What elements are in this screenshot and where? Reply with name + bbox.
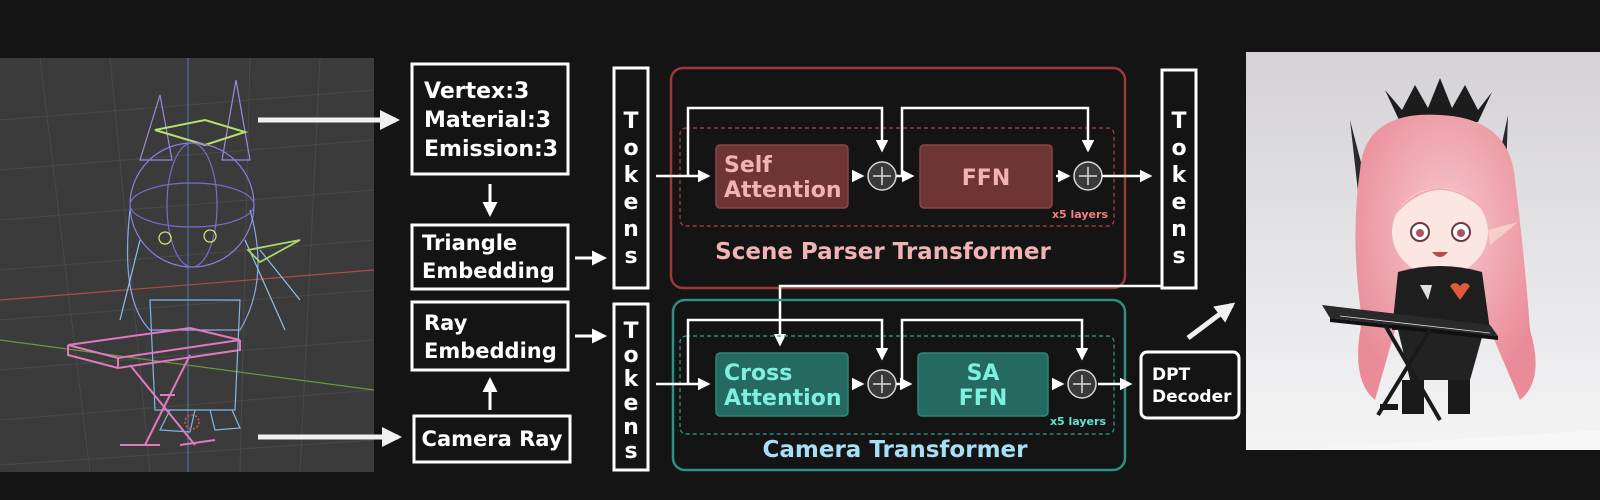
cross-attention-line1: Cross bbox=[724, 361, 792, 386]
ray-embedding-box: Ray Embedding bbox=[410, 300, 570, 372]
tokens-letter: k bbox=[624, 367, 640, 392]
add-icon bbox=[867, 161, 897, 191]
arrow-decoder-to-render bbox=[1186, 302, 1236, 340]
ray-embedding-line2: Embedding bbox=[424, 339, 557, 363]
scene-parser-transformer: Self Attention FFN x5 layers Scene Parse… bbox=[656, 66, 1153, 290]
tokens-letter: o bbox=[1171, 136, 1186, 161]
add-icon bbox=[1067, 369, 1097, 399]
triangle-embedding-line1: Triangle bbox=[422, 231, 517, 255]
tokens-letter: s bbox=[624, 244, 637, 269]
tokens-letter: e bbox=[1172, 190, 1187, 215]
add-icon bbox=[867, 369, 897, 399]
character-wireframe bbox=[67, 79, 301, 446]
tokens-letter: e bbox=[624, 391, 639, 416]
ffn-label: FFN bbox=[962, 166, 1010, 191]
decoder-line1: DPT bbox=[1152, 365, 1191, 385]
tokens-column-3: T o k e n s bbox=[1160, 68, 1198, 290]
emission-label: Emission:3 bbox=[424, 137, 558, 162]
camera-transformer-title: Camera Transformer bbox=[763, 437, 1029, 463]
cross-attention-line2: Attention bbox=[724, 386, 841, 411]
scene-layers-label: x5 layers bbox=[1052, 208, 1108, 221]
sa-ffn-line1: SA bbox=[967, 361, 1000, 386]
self-attention-block bbox=[715, 144, 849, 209]
ray-embedding-line1: Ray bbox=[424, 311, 468, 335]
material-label: Material:3 bbox=[424, 108, 551, 133]
self-attention-line2: Attention bbox=[724, 178, 841, 203]
tokens-letter: k bbox=[1172, 163, 1188, 188]
cross-attention-block bbox=[715, 352, 849, 417]
add-icon bbox=[1073, 161, 1103, 191]
sa-ffn-block bbox=[917, 352, 1049, 417]
tokens-letter: n bbox=[623, 217, 639, 242]
camera-layers-label: x5 layers bbox=[1050, 415, 1106, 428]
tokens-column-1: T o k e n s bbox=[612, 66, 650, 290]
self-attention-line1: Self bbox=[724, 153, 772, 178]
arrow-scene-tokens-to-cross-attention bbox=[773, 284, 1162, 347]
camera-ray-box: Camera Ray bbox=[412, 414, 572, 464]
tokens-column-2: T o k e n s bbox=[612, 302, 650, 472]
tokens-letter: e bbox=[624, 190, 639, 215]
scene-parser-title: Scene Parser Transformer bbox=[715, 239, 1051, 265]
tokens-letter: n bbox=[623, 415, 639, 440]
dpt-decoder-box: DPT Decoder bbox=[1139, 350, 1241, 420]
tokens-letter: o bbox=[623, 343, 638, 368]
tokens-letter: n bbox=[1171, 217, 1187, 242]
tokens-letter: s bbox=[1172, 244, 1185, 269]
triangle-embedding-line2: Embedding bbox=[422, 259, 555, 283]
camera-transformer: Cross Attention SA FFN x5 layers Camera … bbox=[656, 298, 1133, 472]
tokens-letter: k bbox=[624, 163, 640, 188]
input-attributes-box: Vertex:3 Material:3 Emission:3 bbox=[410, 62, 570, 176]
triangle-embedding-box: Triangle Embedding bbox=[410, 223, 570, 291]
tokens-letter: T bbox=[1171, 109, 1186, 134]
rendered-output-image bbox=[1246, 52, 1600, 450]
camera-ray-label: Camera Ray bbox=[422, 427, 563, 451]
wireframe-viewport bbox=[0, 57, 375, 473]
decoder-line2: Decoder bbox=[1152, 387, 1232, 407]
tokens-letter: s bbox=[624, 439, 637, 464]
sa-ffn-line2: FFN bbox=[959, 386, 1007, 411]
tokens-letter: T bbox=[623, 319, 638, 344]
vertex-label: Vertex:3 bbox=[424, 79, 529, 104]
tokens-letter: T bbox=[623, 109, 638, 134]
ffn-block bbox=[919, 144, 1053, 209]
tokens-letter: o bbox=[623, 136, 638, 161]
